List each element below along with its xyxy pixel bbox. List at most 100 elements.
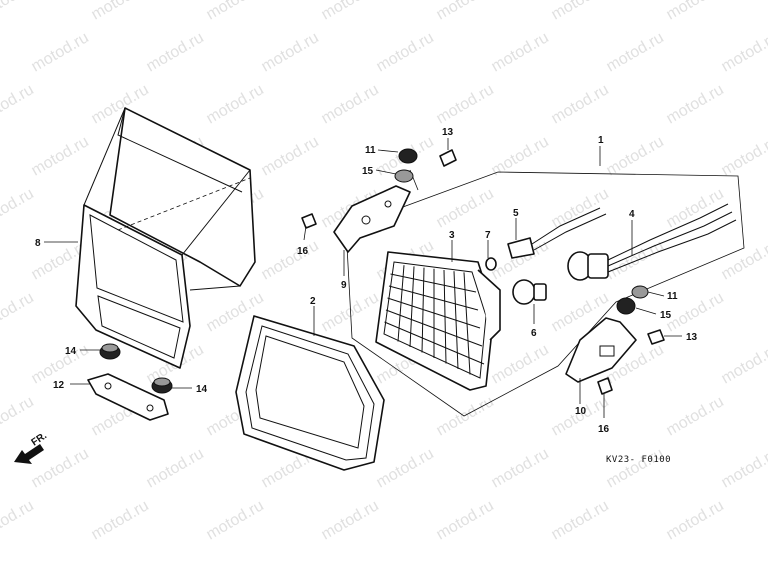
- callout-10: 10: [575, 406, 587, 417]
- part-7-position-bulb: [485, 257, 497, 271]
- callout-5: 5: [513, 208, 519, 219]
- callout-16-bottom: 16: [598, 424, 610, 435]
- callout-12: 12: [53, 380, 65, 391]
- watermark-text: motod.ru: [434, 81, 497, 127]
- lens-grid-line: [397, 265, 405, 342]
- front-arrow-icon: [14, 444, 44, 464]
- callout-2: 2: [310, 296, 316, 307]
- watermark-text: motod.ru: [549, 497, 612, 543]
- watermark-text: motod.ru: [319, 81, 382, 127]
- watermark-text: motod.ru: [0, 185, 37, 231]
- part-16-bolt-bottom: [597, 377, 613, 395]
- watermark-text: motod.ru: [549, 185, 612, 231]
- callout-14-right: 14: [196, 384, 208, 395]
- callout-11-right: 11: [667, 291, 678, 302]
- watermark-text: motod.ru: [434, 393, 497, 439]
- watermark-text: motod.ru: [374, 445, 437, 491]
- watermark-text: motod.ru: [259, 133, 322, 179]
- watermark-text: motod.ru: [204, 497, 267, 543]
- lens-grid-line: [385, 309, 483, 347]
- part-15-collar-top: [394, 169, 414, 183]
- watermark-text: motod.ru: [719, 133, 768, 179]
- part-5-socket-wire: [507, 207, 607, 259]
- lens-grid-line: [388, 285, 479, 311]
- watermark-text: motod.ru: [0, 0, 37, 23]
- watermark-text: motod.ru: [664, 0, 727, 23]
- callout-13-right: 13: [686, 332, 698, 343]
- watermark-text: motod.ru: [89, 497, 152, 543]
- watermark-text: motod.ru: [374, 29, 437, 75]
- watermark-text: motod.ru: [719, 341, 768, 387]
- watermark-text: motod.ru: [0, 393, 37, 439]
- watermark-text: motod.ru: [489, 341, 552, 387]
- part-9-left-bracket: [333, 185, 411, 253]
- part-11-cap-top: [398, 148, 418, 164]
- watermark-text: motod.ru: [549, 81, 612, 127]
- watermark-text: motod.ru: [604, 29, 667, 75]
- watermark-text: motod.ru: [29, 133, 92, 179]
- watermark-text: motod.ru: [434, 0, 497, 23]
- callout-3: 3: [449, 230, 455, 241]
- callout-8: 8: [35, 238, 41, 249]
- watermark-text: motod.ru: [319, 497, 382, 543]
- watermark-text: motod.ru: [604, 445, 667, 491]
- front-direction-indicator: FR.: [14, 430, 49, 464]
- watermark-text: motod.ru: [664, 81, 727, 127]
- watermark-text: motod.ru: [434, 497, 497, 543]
- part-16-bolt-left: [301, 213, 317, 229]
- part-8-headlight-cowl: [75, 107, 256, 369]
- part-13-bolt-top: [439, 149, 457, 167]
- watermark-text: motod.ru: [719, 445, 768, 491]
- callout-15-right: 15: [660, 310, 672, 321]
- front-label: FR.: [30, 430, 50, 448]
- watermark-text: motod.ru: [144, 29, 207, 75]
- watermark-text: motod.ru: [0, 81, 37, 127]
- callout-6: 6: [531, 328, 537, 339]
- watermark-text: motod.ru: [664, 393, 727, 439]
- watermark-text: motod.ru: [29, 29, 92, 75]
- watermark-text: motod.ru: [0, 497, 37, 543]
- lens-grid-line: [387, 297, 481, 329]
- part-10-right-bracket: [565, 317, 637, 383]
- drawing-code: KV23- F0100: [606, 455, 671, 465]
- part-4-main-socket-wire: [567, 203, 737, 281]
- watermark-text: motod.ru: [549, 0, 612, 23]
- watermark-text: motod.ru: [719, 237, 768, 283]
- watermark-text: motod.ru: [204, 81, 267, 127]
- part-13-bolt-right: [647, 329, 665, 345]
- watermark-text: motod.ru: [489, 29, 552, 75]
- callout-9: 9: [341, 280, 347, 291]
- callout-16-left: 16: [297, 246, 309, 257]
- callout-7: 7: [485, 230, 491, 241]
- watermark-text: motod.ru: [319, 0, 382, 23]
- watermark-text: motod.ru: [664, 497, 727, 543]
- part-14-grommet-left: [99, 343, 121, 360]
- watermark-text: motod.ru: [204, 0, 267, 23]
- part-14-grommet-right: [151, 377, 173, 394]
- callout-labels: 1 2 3 4 5 6 7 8 9 10 11 11 12 13 13 14 1…: [35, 127, 698, 435]
- lens-grid-line: [390, 273, 477, 293]
- watermark-text: motod.ru: [144, 445, 207, 491]
- callout-13-top: 13: [442, 127, 454, 138]
- leader-lines: [44, 138, 682, 418]
- part-12-lower-bracket: [87, 373, 169, 421]
- part-3-headlight-unit: [375, 251, 501, 391]
- part-2-headlight-rim: [235, 315, 385, 471]
- part-11-cap-right: [631, 285, 649, 299]
- watermark-text: motod.ru: [259, 29, 322, 75]
- part-6-headlight-bulb: [512, 279, 547, 305]
- watermark-text: motod.ru: [89, 0, 152, 23]
- callout-4: 4: [629, 209, 635, 220]
- watermark-text: motod.ru: [664, 185, 727, 231]
- watermark-text: motod.ru: [0, 289, 37, 335]
- part-15-collar-right: [616, 297, 636, 315]
- watermark-text: motod.ru: [259, 237, 322, 283]
- watermark-text: motod.ru: [489, 445, 552, 491]
- callout-15-top: 15: [362, 166, 374, 177]
- lens-grid-line: [384, 321, 485, 365]
- watermark-text: motod.ru: [604, 133, 667, 179]
- watermark-text: motod.ru: [604, 237, 667, 283]
- callout-1: 1: [598, 135, 604, 146]
- callout-14-left: 14: [65, 346, 77, 357]
